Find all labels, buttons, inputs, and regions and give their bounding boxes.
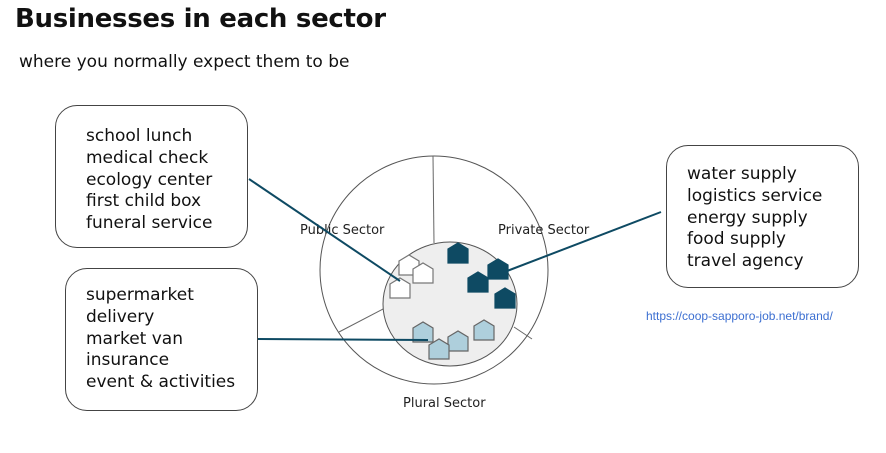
list-item: water supply — [687, 164, 797, 184]
private-sector-label: Private Sector — [498, 223, 590, 238]
private-house-icon — [494, 287, 516, 309]
page-title: Businesses in each sector — [15, 4, 386, 34]
public-services-box: school lunch medical check ecology cente… — [55, 105, 248, 248]
public-house-icon — [412, 262, 434, 284]
plural-services-box: supermarket delivery market van insuranc… — [65, 268, 258, 411]
divider-left — [338, 307, 386, 333]
list-item: event & activities — [86, 372, 236, 393]
private-house-icon — [487, 258, 509, 280]
public-sector-label: Public Sector — [300, 223, 385, 238]
divider-top — [432, 155, 435, 244]
list-item: insurance — [86, 350, 170, 371]
divider-right — [513, 326, 533, 340]
private-house-icon — [467, 271, 489, 293]
plural-house-icon — [428, 338, 450, 360]
private-services-box: water supply logistics service energy su… — [666, 145, 859, 288]
list-item: food supply — [687, 229, 786, 250]
private-house-icon — [447, 242, 469, 264]
page-subtitle: where you normally expect them to be — [19, 52, 350, 72]
list-item: first child box — [86, 191, 202, 212]
plural-sector-label: Plural Sector — [403, 396, 486, 411]
connector-private — [506, 211, 662, 272]
plural-house-icon — [473, 319, 495, 341]
list-item: market van — [86, 328, 183, 349]
list-item: school lunch — [86, 126, 193, 146]
source-link[interactable]: https://coop-sapporo-job.net/brand/ — [646, 309, 833, 323]
list-item: funeral service — [86, 213, 213, 234]
list-item: logistics service — [687, 185, 823, 206]
connector-plural — [257, 338, 429, 341]
list-item: delivery — [86, 306, 155, 327]
connector-public — [248, 178, 401, 282]
list-item: ecology center — [86, 169, 213, 190]
list-item: travel agency — [687, 251, 804, 272]
list-item: energy supply — [687, 207, 808, 228]
list-item: supermarket — [86, 285, 194, 305]
list-item: medical check — [86, 147, 209, 168]
